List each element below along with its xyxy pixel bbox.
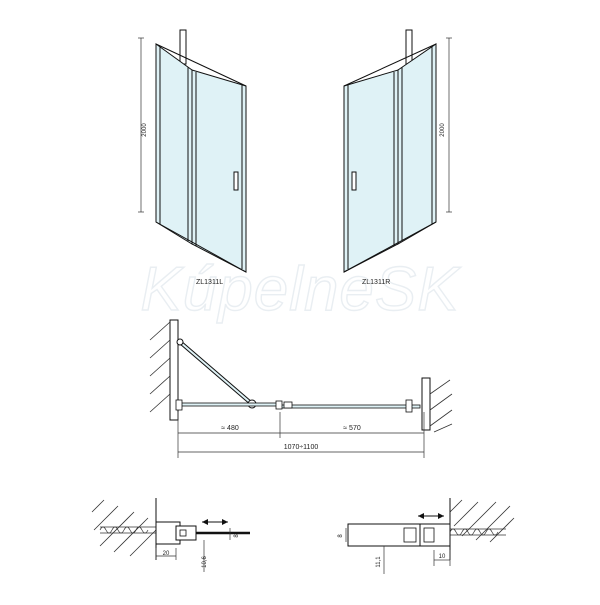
left-wall-hatch <box>149 321 171 413</box>
handle-left <box>233 171 239 191</box>
fixed-glass-plan <box>177 402 279 407</box>
door-panel-left <box>191 69 247 273</box>
height-label-left: 2000 <box>142 123 148 137</box>
detail-left-dim-width: 20 <box>163 551 170 557</box>
support-bar-right <box>405 29 413 65</box>
watermark: KúpelneSK <box>140 255 461 324</box>
diagonal-support-bar <box>179 341 253 405</box>
door-glass-plan <box>279 404 421 409</box>
right-wall-hatch <box>429 379 453 433</box>
model-label-left: ZL1311L <box>196 279 223 286</box>
detail-left: 20 10,6 8 <box>91 498 250 572</box>
detail-right-dim-width: 10 <box>439 554 446 560</box>
height-label-right: 2000 <box>440 123 446 137</box>
detail-left-dim-offset: 10,6 <box>202 556 208 568</box>
detail-right-wall-hatch <box>449 499 515 543</box>
detail-right-dim-offset: 11,1 <box>376 556 382 568</box>
detail-right-dim-depth: 8 <box>338 534 344 538</box>
door-panel-right <box>343 69 399 273</box>
elevation-right: 2000 ZL1311R <box>343 29 452 286</box>
support-bar-left <box>179 29 187 65</box>
detail-left-dim-depth: 8 <box>234 534 240 538</box>
model-label-right: ZL1311R <box>362 279 390 286</box>
detail-left-wall-hatch <box>91 499 157 557</box>
handle-right <box>351 171 357 191</box>
detail-right: 10 11,1 8 <box>338 498 515 574</box>
fixed-panel-left <box>155 43 193 245</box>
dim-fixed-panel: ≈ 480 <box>221 425 239 432</box>
plan-view: ≈ 480 ≈ 570 1070÷1100 <box>149 319 453 458</box>
fixed-panel-right <box>397 43 437 245</box>
dim-total-width: 1070÷1100 <box>284 444 319 451</box>
elevation-left: 2000 ZL1311L <box>138 29 247 286</box>
dim-door-panel: ≈ 570 <box>343 425 361 432</box>
